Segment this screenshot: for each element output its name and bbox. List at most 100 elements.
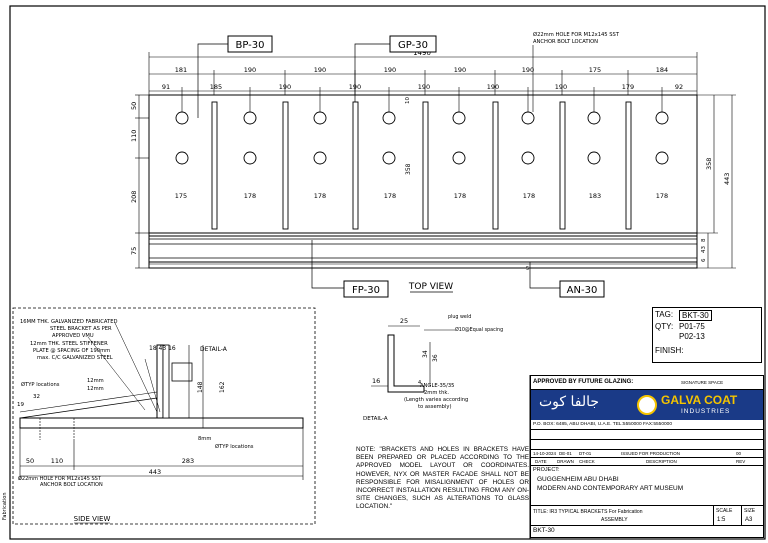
svg-text:178: 178 <box>314 192 326 200</box>
lower-dimensions: 91 185 190 190 190 190 190 183 179 92 <box>162 83 683 91</box>
svg-text:190: 190 <box>454 66 466 74</box>
size-value: A3 <box>745 517 753 523</box>
svg-text:16MM THK. GALVANIZED FABRICATE: 16MM THK. GALVANIZED FABRICATED <box>20 319 117 325</box>
detail-25: 25 <box>400 317 408 325</box>
qty-label: QTY: <box>655 322 674 331</box>
callout-bp: BP-30 <box>197 35 273 118</box>
side-thk1: 12mm <box>87 378 104 384</box>
svg-text:50: 50 <box>130 102 138 110</box>
bracket-plate-outline <box>148 94 698 269</box>
qty-1: P01-75 <box>679 322 705 331</box>
detail-a: 25 plug weld Ø10@Equal spacing 34 36 16 … <box>363 314 503 422</box>
side-hole-1: Ø22mm HOLE FOR M12x145 SST <box>18 475 102 482</box>
company-address: P.O. BOX: 6485, ABU DHABI, U.A.E. TEL:55… <box>533 421 673 427</box>
rev-description: ISSUED FOR PRODUCTION <box>621 451 681 456</box>
svg-text:75: 75 <box>130 247 138 255</box>
side-8mm: 8mm <box>198 436 211 442</box>
svg-text:178: 178 <box>523 192 535 200</box>
project-line-1: GUGGENHEIM ABU DHABI <box>537 476 619 483</box>
drawing-title-2: ASSEMBLY <box>601 517 628 523</box>
svg-text:190: 190 <box>244 66 256 74</box>
tag-stamp: TAG: BKT-30 QTY: P01-75 P02-13 FINISH: <box>652 307 762 363</box>
gap-dimensions: 175 178 178 178 178 178 183 178 <box>175 192 668 200</box>
finish-label: FINISH: <box>655 346 684 355</box>
svg-text:2mm thk.: 2mm thk. <box>424 390 449 396</box>
svg-text:183: 183 <box>589 192 601 200</box>
scale-value: 1:5 <box>717 517 726 523</box>
company-arabic: جالفا كوت <box>539 394 600 410</box>
overall-width-dim: 1490 <box>413 49 431 57</box>
svg-text:190: 190 <box>522 66 534 74</box>
project-line-2: MODERN AND CONTEMPORARY ART MUSEUM <box>537 485 684 492</box>
tag-label: TAG: <box>655 310 674 319</box>
scale-label: SCALE <box>716 508 733 514</box>
drawing-title: TITLE: IR3 TYPICAL BRACKETS For Fabricat… <box>533 509 643 515</box>
svg-text:APPROVED VMU: APPROVED VMU <box>52 333 94 339</box>
hdr-rev: REV <box>736 459 746 464</box>
svg-text:to assembly): to assembly) <box>418 404 452 410</box>
side-view: 50 110 283 443 Ø22mm HOLE FOR M12x145 SS… <box>17 319 304 524</box>
disclaimer-note: NOTE: "BRACKETS AND HOLES IN BRACKETS HA… <box>356 446 529 511</box>
signature-space: SIGNATURE SPACE <box>681 380 724 385</box>
svg-text:175: 175 <box>589 66 601 74</box>
svg-text:110: 110 <box>130 130 138 142</box>
svg-text:6: 6 <box>701 258 707 262</box>
svg-text:Ø22mm HOLE FOR M12x145 SST: Ø22mm HOLE FOR M12x145 SST <box>533 31 620 38</box>
anchor-holes <box>175 111 669 165</box>
dim-358: 358 <box>705 158 713 170</box>
top-view-label: TOP VIEW <box>408 282 453 292</box>
left-vertical-dims: 50 110 208 75 <box>130 102 138 255</box>
svg-text:12mm THK. STEEL STIFFENER: 12mm THK. STEEL STIFFENER <box>30 341 108 347</box>
svg-text:178: 178 <box>656 192 668 200</box>
qty-2: P02-13 <box>679 332 705 341</box>
hdr-date: DATE <box>535 459 547 464</box>
side-top-dims: 18 43 16 <box>149 345 176 352</box>
svg-text:208: 208 <box>130 191 138 203</box>
upper-dimensions: 181 190 190 190 190 190 175 184 <box>175 66 668 74</box>
detail-4: 4 <box>418 380 421 386</box>
svg-text:283: 283 <box>182 457 194 465</box>
side-148: 148 <box>197 381 204 393</box>
project-label: PROJECT: <box>533 467 560 473</box>
rev-check: DT-01 <box>579 451 592 456</box>
detail-36: 36 <box>432 354 439 362</box>
svg-text:AN-30: AN-30 <box>567 285 598 296</box>
tag-value: BKT-30 <box>679 310 712 321</box>
svg-text:GP-30: GP-30 <box>398 40 428 51</box>
side-typ-locations: ØTYP locations <box>21 381 60 388</box>
detail-angle-notes: ANGLE-35/35 2mm thk. (Length varies acco… <box>404 383 468 410</box>
hdr-drawn: DRAWN <box>557 459 574 464</box>
svg-text:179: 179 <box>622 83 634 91</box>
sheet-border <box>9 5 766 540</box>
company-industries: INDUSTRIES <box>681 408 731 415</box>
detail-16: 16 <box>372 377 380 385</box>
svg-text:92: 92 <box>675 83 683 91</box>
rev-drawn: DE-01 <box>559 451 572 456</box>
company-logo: جالفا كوت GALVA COAT INDUSTRIES <box>531 390 763 420</box>
logo-mark-icon <box>637 395 657 415</box>
svg-text:181: 181 <box>175 66 187 74</box>
rev-date: 14-10-2024 <box>533 451 557 456</box>
svg-text:(Length varies according: (Length varies according <box>404 397 468 403</box>
company-english: GALVA COAT <box>661 393 738 407</box>
detail-plug: plug weld <box>448 314 471 320</box>
svg-text:BP-30: BP-30 <box>235 40 264 51</box>
side-detail-a: DETAIL-A <box>200 346 228 353</box>
detail-34: 34 <box>422 350 429 358</box>
top-view: 175 178 178 178 178 178 183 178 1490 <box>130 31 736 298</box>
svg-text:190: 190 <box>418 83 430 91</box>
svg-text:ANGLE-35/35: ANGLE-35/35 <box>420 383 454 389</box>
stiffener-plates <box>211 101 632 230</box>
dim-443: 443 <box>723 173 731 185</box>
callout-an: AN-30 <box>529 262 605 298</box>
side-typ2: ØTYP locations <box>215 443 254 450</box>
svg-text:190: 190 <box>555 83 567 91</box>
svg-text:STEEL BRACKET AS PER: STEEL BRACKET AS PER <box>50 326 112 332</box>
svg-text:50: 50 <box>26 457 34 465</box>
svg-text:178: 178 <box>384 192 396 200</box>
side-hole-2: ANCHOR BOLT LOCATION <box>40 482 103 488</box>
right-small-dims: 8 43 6 <box>701 238 707 262</box>
hole-callout: Ø22mm HOLE FOR M12x145 SST ANCHOR BOLT L… <box>532 31 620 112</box>
callout-fp: FP-30 <box>311 240 389 298</box>
side-thk2: 12mm <box>87 386 104 392</box>
